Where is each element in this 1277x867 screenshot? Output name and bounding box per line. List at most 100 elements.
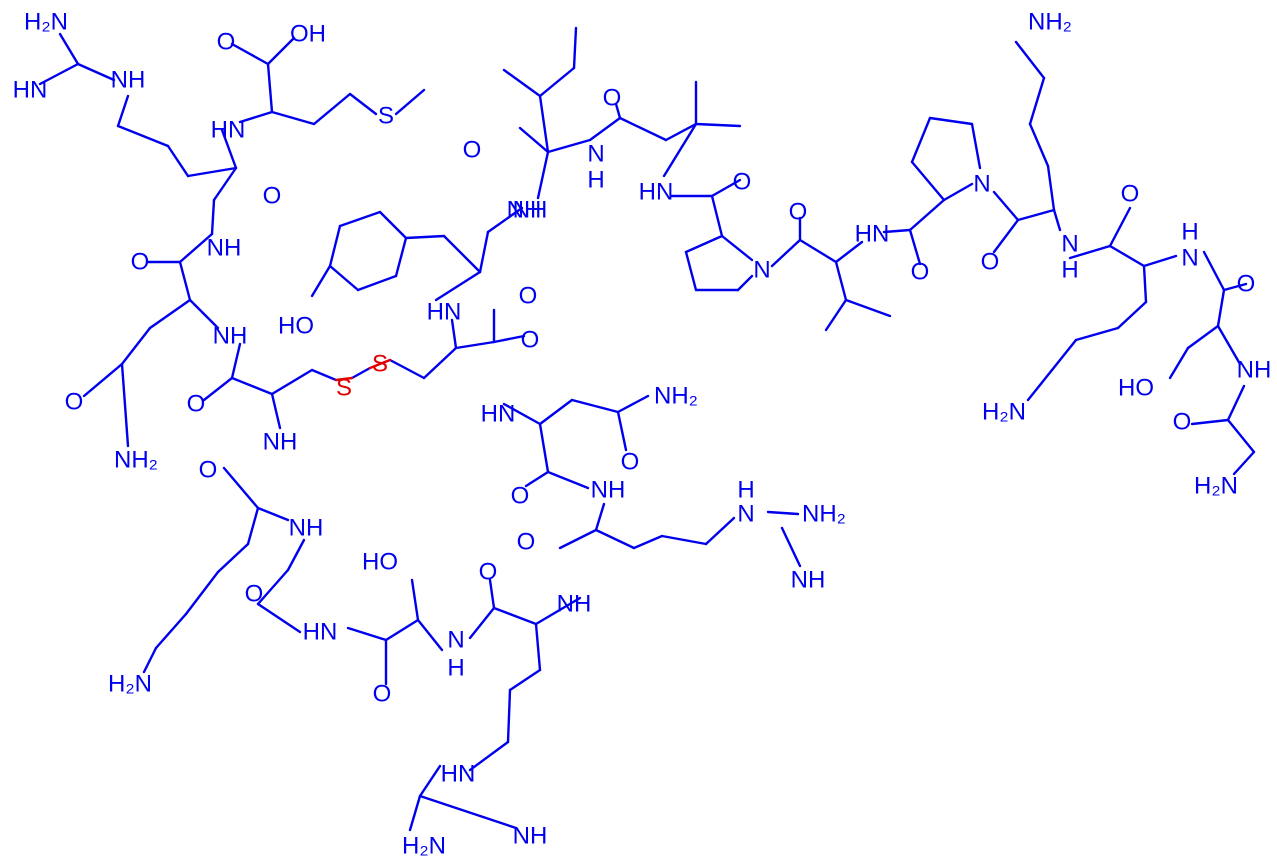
bond (188, 298, 220, 330)
bond (1202, 250, 1226, 292)
atom-label: N (1061, 231, 1078, 258)
atom-label: NH (557, 591, 592, 618)
bond (662, 122, 698, 178)
atom-label: N (587, 141, 604, 168)
bond (824, 298, 848, 332)
bond (1108, 244, 1146, 268)
bond (454, 340, 496, 350)
atom-label: O (1121, 181, 1140, 208)
bond (588, 116, 622, 142)
bond (910, 160, 946, 202)
bond (270, 392, 282, 430)
atom-label: NH (207, 235, 242, 262)
bond (58, 32, 80, 66)
bond (942, 182, 974, 202)
bond (410, 578, 420, 622)
atom-label: O (603, 85, 622, 112)
atom-label: O (479, 559, 498, 586)
atom-label: NH (513, 197, 548, 224)
bond (1226, 418, 1256, 454)
bond (178, 260, 192, 302)
bond (212, 166, 238, 202)
bond (770, 238, 802, 268)
bond (1046, 164, 1056, 212)
bond (266, 36, 296, 66)
bond (694, 122, 742, 128)
atom-label: O (733, 169, 752, 196)
bond (76, 62, 116, 82)
atom-label: O (65, 389, 84, 416)
bond (1190, 418, 1230, 426)
bond (350, 366, 372, 380)
atom-label: O (245, 581, 264, 608)
bond (524, 470, 550, 488)
bond (1026, 368, 1054, 402)
bond (468, 606, 496, 640)
atom-label: NH (111, 67, 146, 94)
bond (1186, 324, 1220, 350)
atom-label: HO (1118, 375, 1154, 402)
bond (348, 92, 378, 116)
atom-label: HN (855, 221, 890, 248)
bond (910, 116, 932, 164)
atom-label: N (447, 627, 464, 654)
bond (328, 264, 360, 292)
bond (1016, 208, 1056, 222)
bond (558, 528, 598, 550)
bond (166, 144, 190, 178)
bond (338, 210, 382, 228)
bond (534, 596, 582, 626)
bond (238, 110, 274, 124)
atom-label: N (1181, 245, 1198, 272)
bond (116, 94, 130, 128)
bond (908, 228, 922, 266)
bond (1028, 76, 1046, 126)
atom-label: N (737, 501, 754, 528)
bond (664, 122, 698, 142)
atom-label: H₂N (24, 9, 68, 36)
bond (256, 568, 290, 606)
bond (142, 646, 158, 674)
atom-label: NH₂ (802, 501, 846, 528)
atom-label: O (263, 183, 282, 210)
bond (384, 618, 420, 642)
bond (780, 526, 802, 568)
atom-label: O (131, 249, 150, 276)
bond (1068, 244, 1112, 260)
bond (116, 124, 170, 148)
atom-label: H (587, 167, 604, 194)
bond (478, 230, 490, 274)
bond (120, 326, 152, 366)
atom-label: H (737, 477, 754, 504)
atom-label: NH (213, 323, 248, 350)
bond (488, 578, 496, 610)
bond (422, 346, 458, 380)
bond (416, 618, 444, 652)
bond (492, 334, 526, 344)
bond (710, 194, 724, 238)
atom-label: HN (427, 299, 462, 326)
atom-label: O (1173, 409, 1192, 436)
bond (418, 764, 442, 798)
atom-label: O (217, 29, 236, 56)
bond (704, 516, 736, 546)
atom-label: NH (289, 515, 324, 542)
atom-label: S (378, 103, 394, 130)
atom-labels: H₂N HN NH O OH S HN O NH O NH O NH₂ O NH… (13, 9, 1272, 860)
bond (992, 190, 1020, 222)
bond (38, 62, 80, 86)
bond (502, 402, 542, 426)
atom-label: HO (362, 549, 398, 576)
atom-label: NH (791, 567, 826, 594)
bond (434, 270, 482, 302)
bond (1014, 40, 1046, 80)
atom-label: H (1061, 257, 1078, 284)
bond (882, 228, 912, 234)
bond (408, 794, 422, 832)
bond (202, 376, 234, 402)
atom-label: O (911, 259, 930, 286)
bond (720, 234, 754, 262)
bond (256, 602, 302, 634)
bond (572, 26, 578, 70)
atom-label: O (521, 327, 540, 354)
